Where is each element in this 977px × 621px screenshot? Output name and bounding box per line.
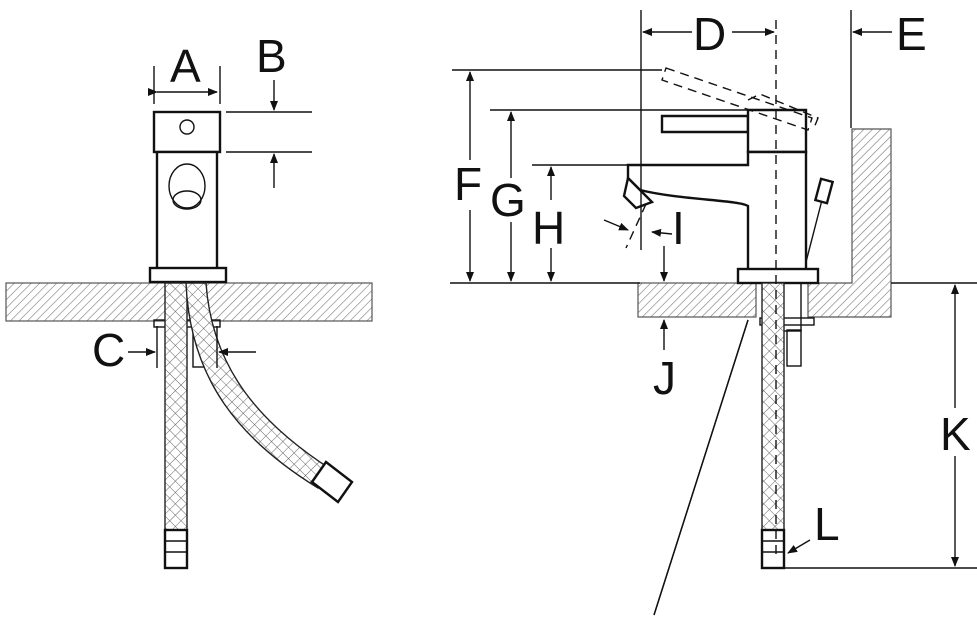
label-k: K (940, 408, 971, 460)
front-view: A B C (5, 30, 373, 570)
popup-knob (813, 177, 835, 205)
side-spout-tip (622, 175, 655, 210)
side-washer (759, 317, 815, 326)
front-base (148, 266, 228, 284)
front-handle (152, 110, 222, 154)
label-h: H (532, 202, 565, 254)
label-c: C (92, 324, 125, 376)
label-b: B (256, 30, 287, 82)
side-handle-raised (661, 67, 813, 131)
front-spout-inner (172, 190, 202, 210)
side-countertop-right-wall (807, 128, 892, 318)
label-a: A (170, 40, 201, 92)
side-handle (660, 114, 750, 134)
label-l: L (814, 498, 840, 550)
front-hose-straight (164, 282, 188, 534)
side-base (736, 267, 820, 285)
side-cartridge (746, 108, 808, 154)
label-e: E (896, 8, 927, 60)
label-f: F (454, 158, 482, 210)
label-d: D (693, 8, 726, 60)
side-countertop-left (637, 282, 757, 318)
front-hose-curved-fitting (310, 460, 354, 504)
front-spout-outer (168, 163, 206, 209)
label-i: I (672, 202, 685, 254)
label-j: J (653, 352, 676, 404)
side-hose-fitting (760, 528, 786, 570)
side-body (626, 150, 808, 272)
side-view: D E F G H I J K L (450, 8, 977, 616)
label-g: G (490, 174, 526, 226)
side-nut (786, 329, 802, 367)
front-body (155, 150, 219, 271)
front-hose-fitting (163, 528, 189, 570)
side-hose (761, 282, 785, 534)
handle-hole (179, 119, 195, 135)
